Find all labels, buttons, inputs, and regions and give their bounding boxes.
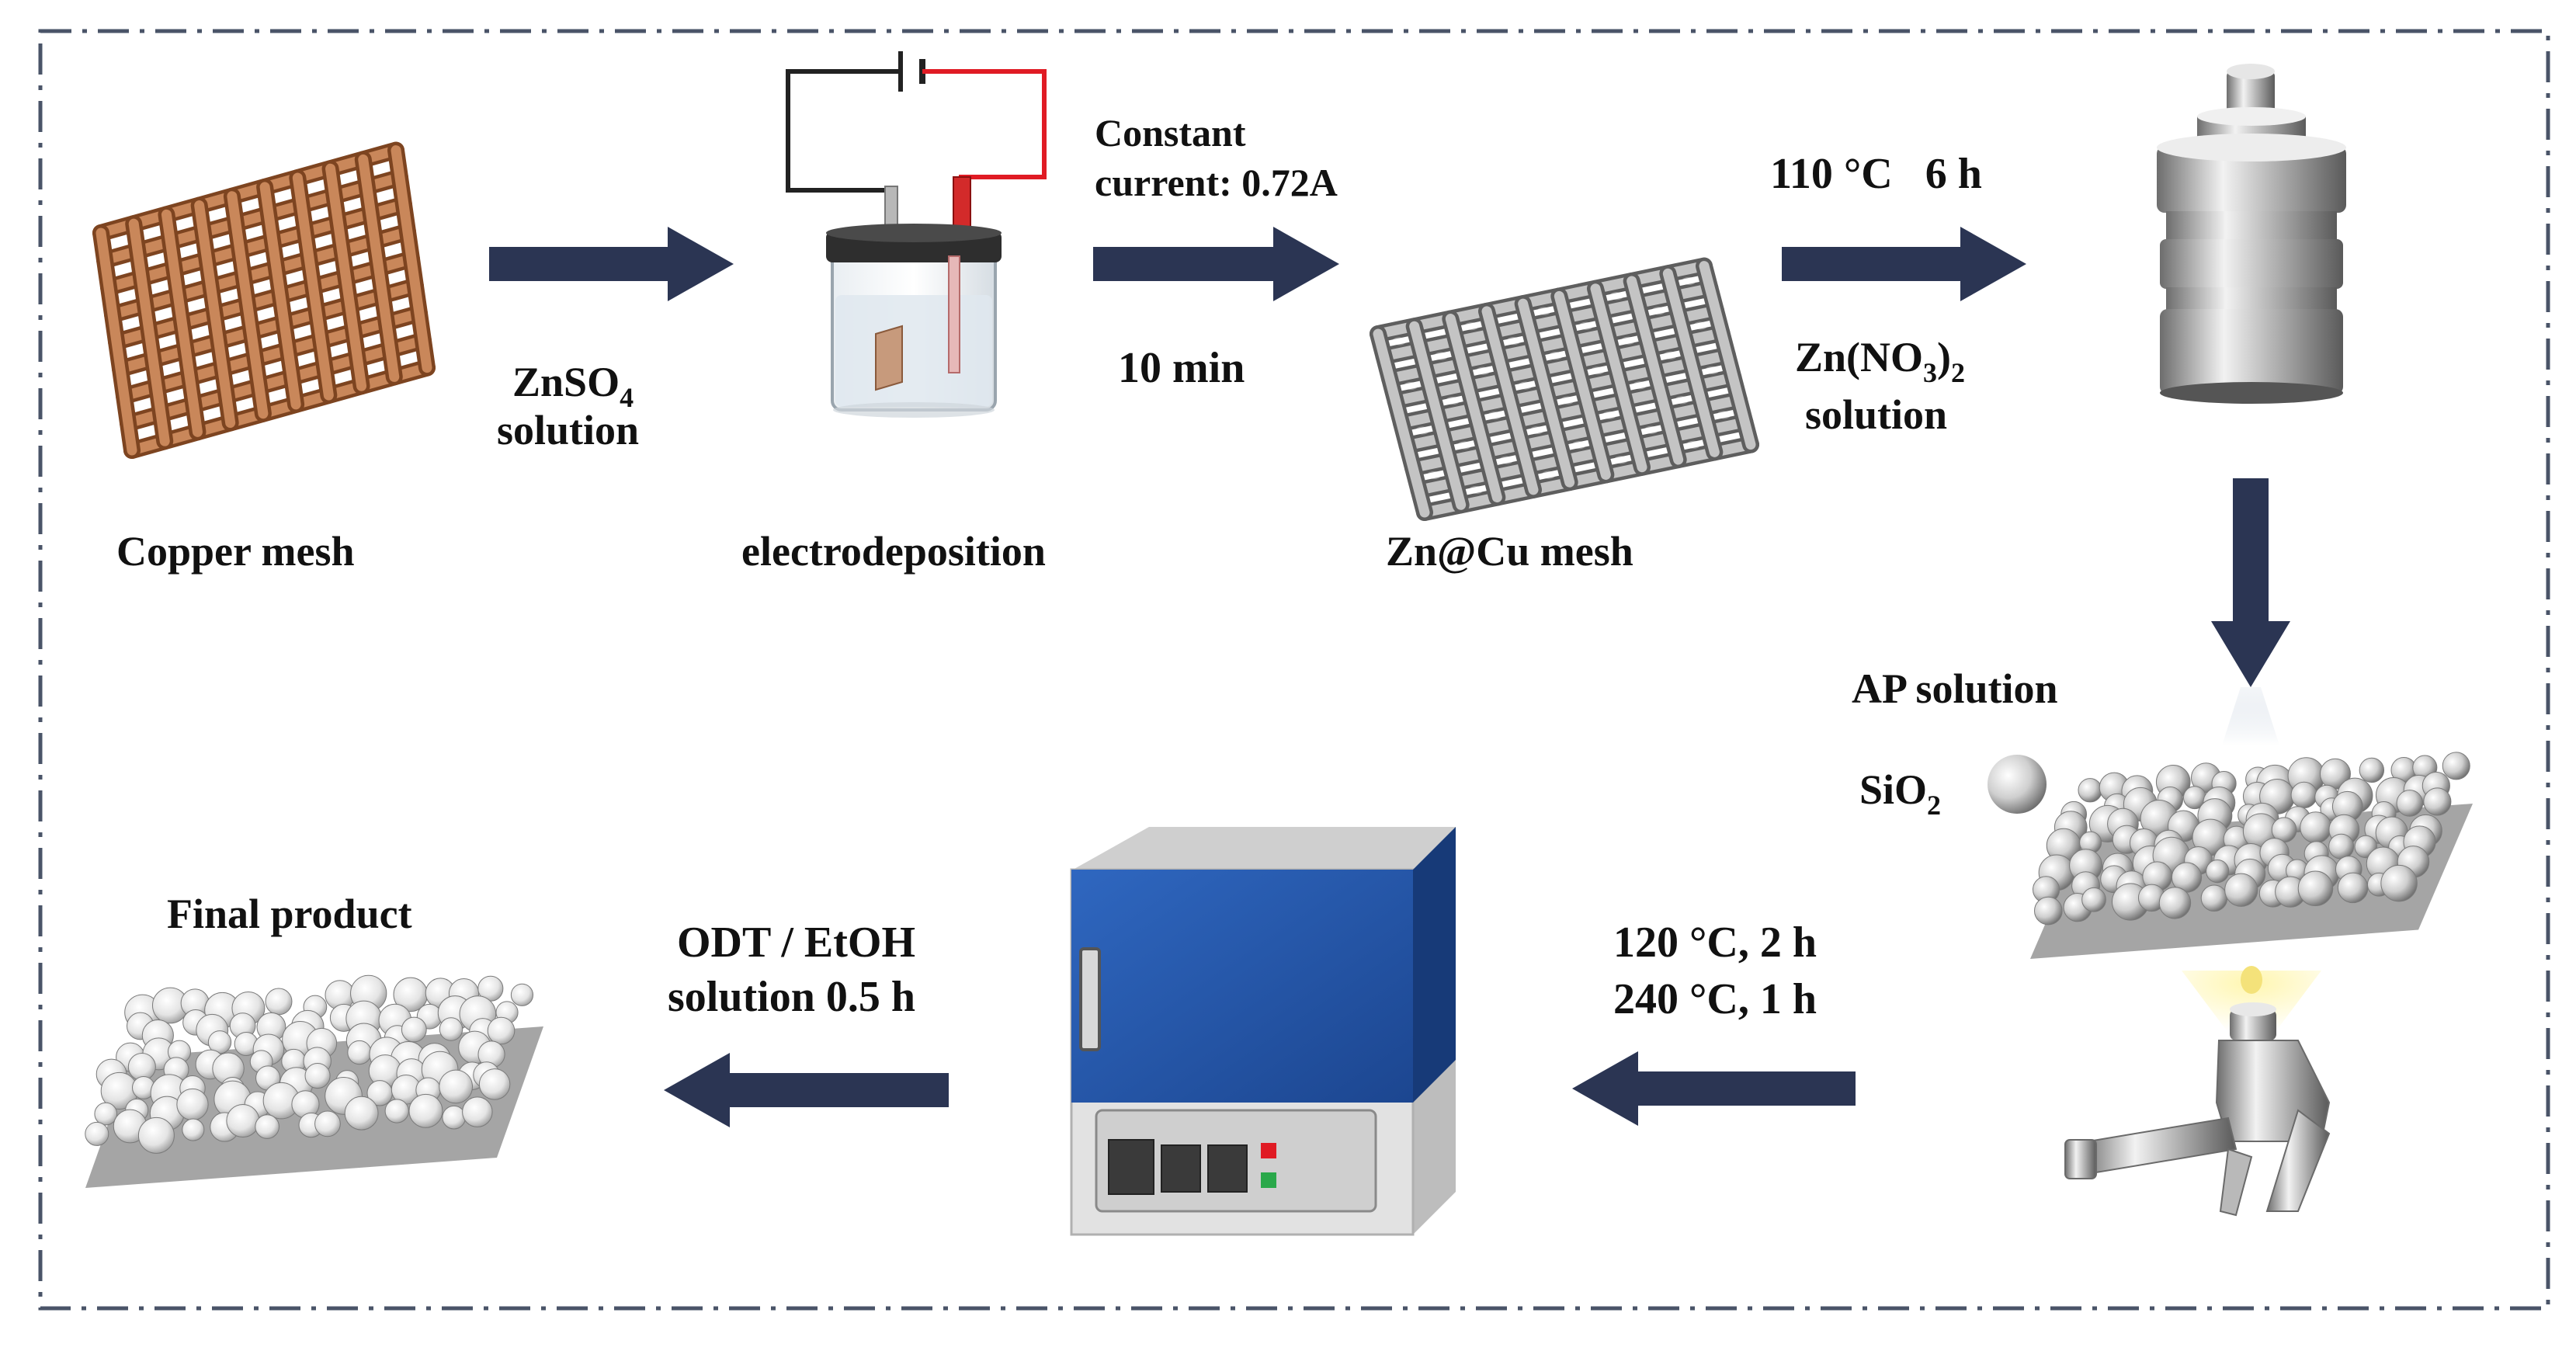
label-zn-no3: Zn(NO3)2 [1795,334,1965,388]
arrow-left-2 [664,1053,949,1127]
label-znso4-solution: solution [497,407,639,453]
label-final-product: Final product [167,891,412,937]
arrow-right-3 [1782,227,2026,301]
label-odt-1: ODT / EtOH [677,919,915,967]
sio2-particle-icon [1988,755,2047,814]
label-10-min: 10 min [1118,344,1245,392]
muffle-furnace-icon [1070,827,1456,1236]
arrow-down [2211,478,2290,687]
label-constant-current-2: current: 0.72A [1095,161,1338,204]
arrow-right-1 [489,227,734,301]
label-ap-solution: AP solution [1852,665,2058,712]
spray-gun-icon [2064,966,2331,1217]
label-anneal-2: 240 °C, 1 h [1613,975,1817,1023]
label-electrodeposition: electrodeposition [741,528,1046,575]
label-110c-6h: 110 °C 6 h [1770,150,1982,198]
electrodeposition-cell-icon [786,51,1047,418]
sio2-coated-mesh-icon [2030,752,2473,959]
label-zn-cu-mesh: Zn@Cu mesh [1386,528,1633,575]
autoclave-icon [2157,64,2346,404]
label-zn-no3-solution: solution [1805,391,1947,438]
label-odt-2: solution 0.5 h [668,973,915,1021]
label-znso4: ZnSO4 [512,359,634,413]
label-copper-mesh: Copper mesh [116,528,355,575]
label-sio2: SiO2 [1859,766,1941,821]
arrow-right-2 [1093,227,1339,301]
final-product-mesh-icon [85,974,543,1188]
copper-mesh-icon [92,141,436,459]
spray-mist [2222,687,2279,745]
label-constant-current-1: Constant [1095,111,1246,155]
dashed-frame [38,29,2550,1311]
zinc-coated-mesh-icon [1370,257,1759,521]
arrow-left-1 [1572,1051,1856,1126]
label-anneal-1: 120 °C, 2 h [1613,919,1817,967]
